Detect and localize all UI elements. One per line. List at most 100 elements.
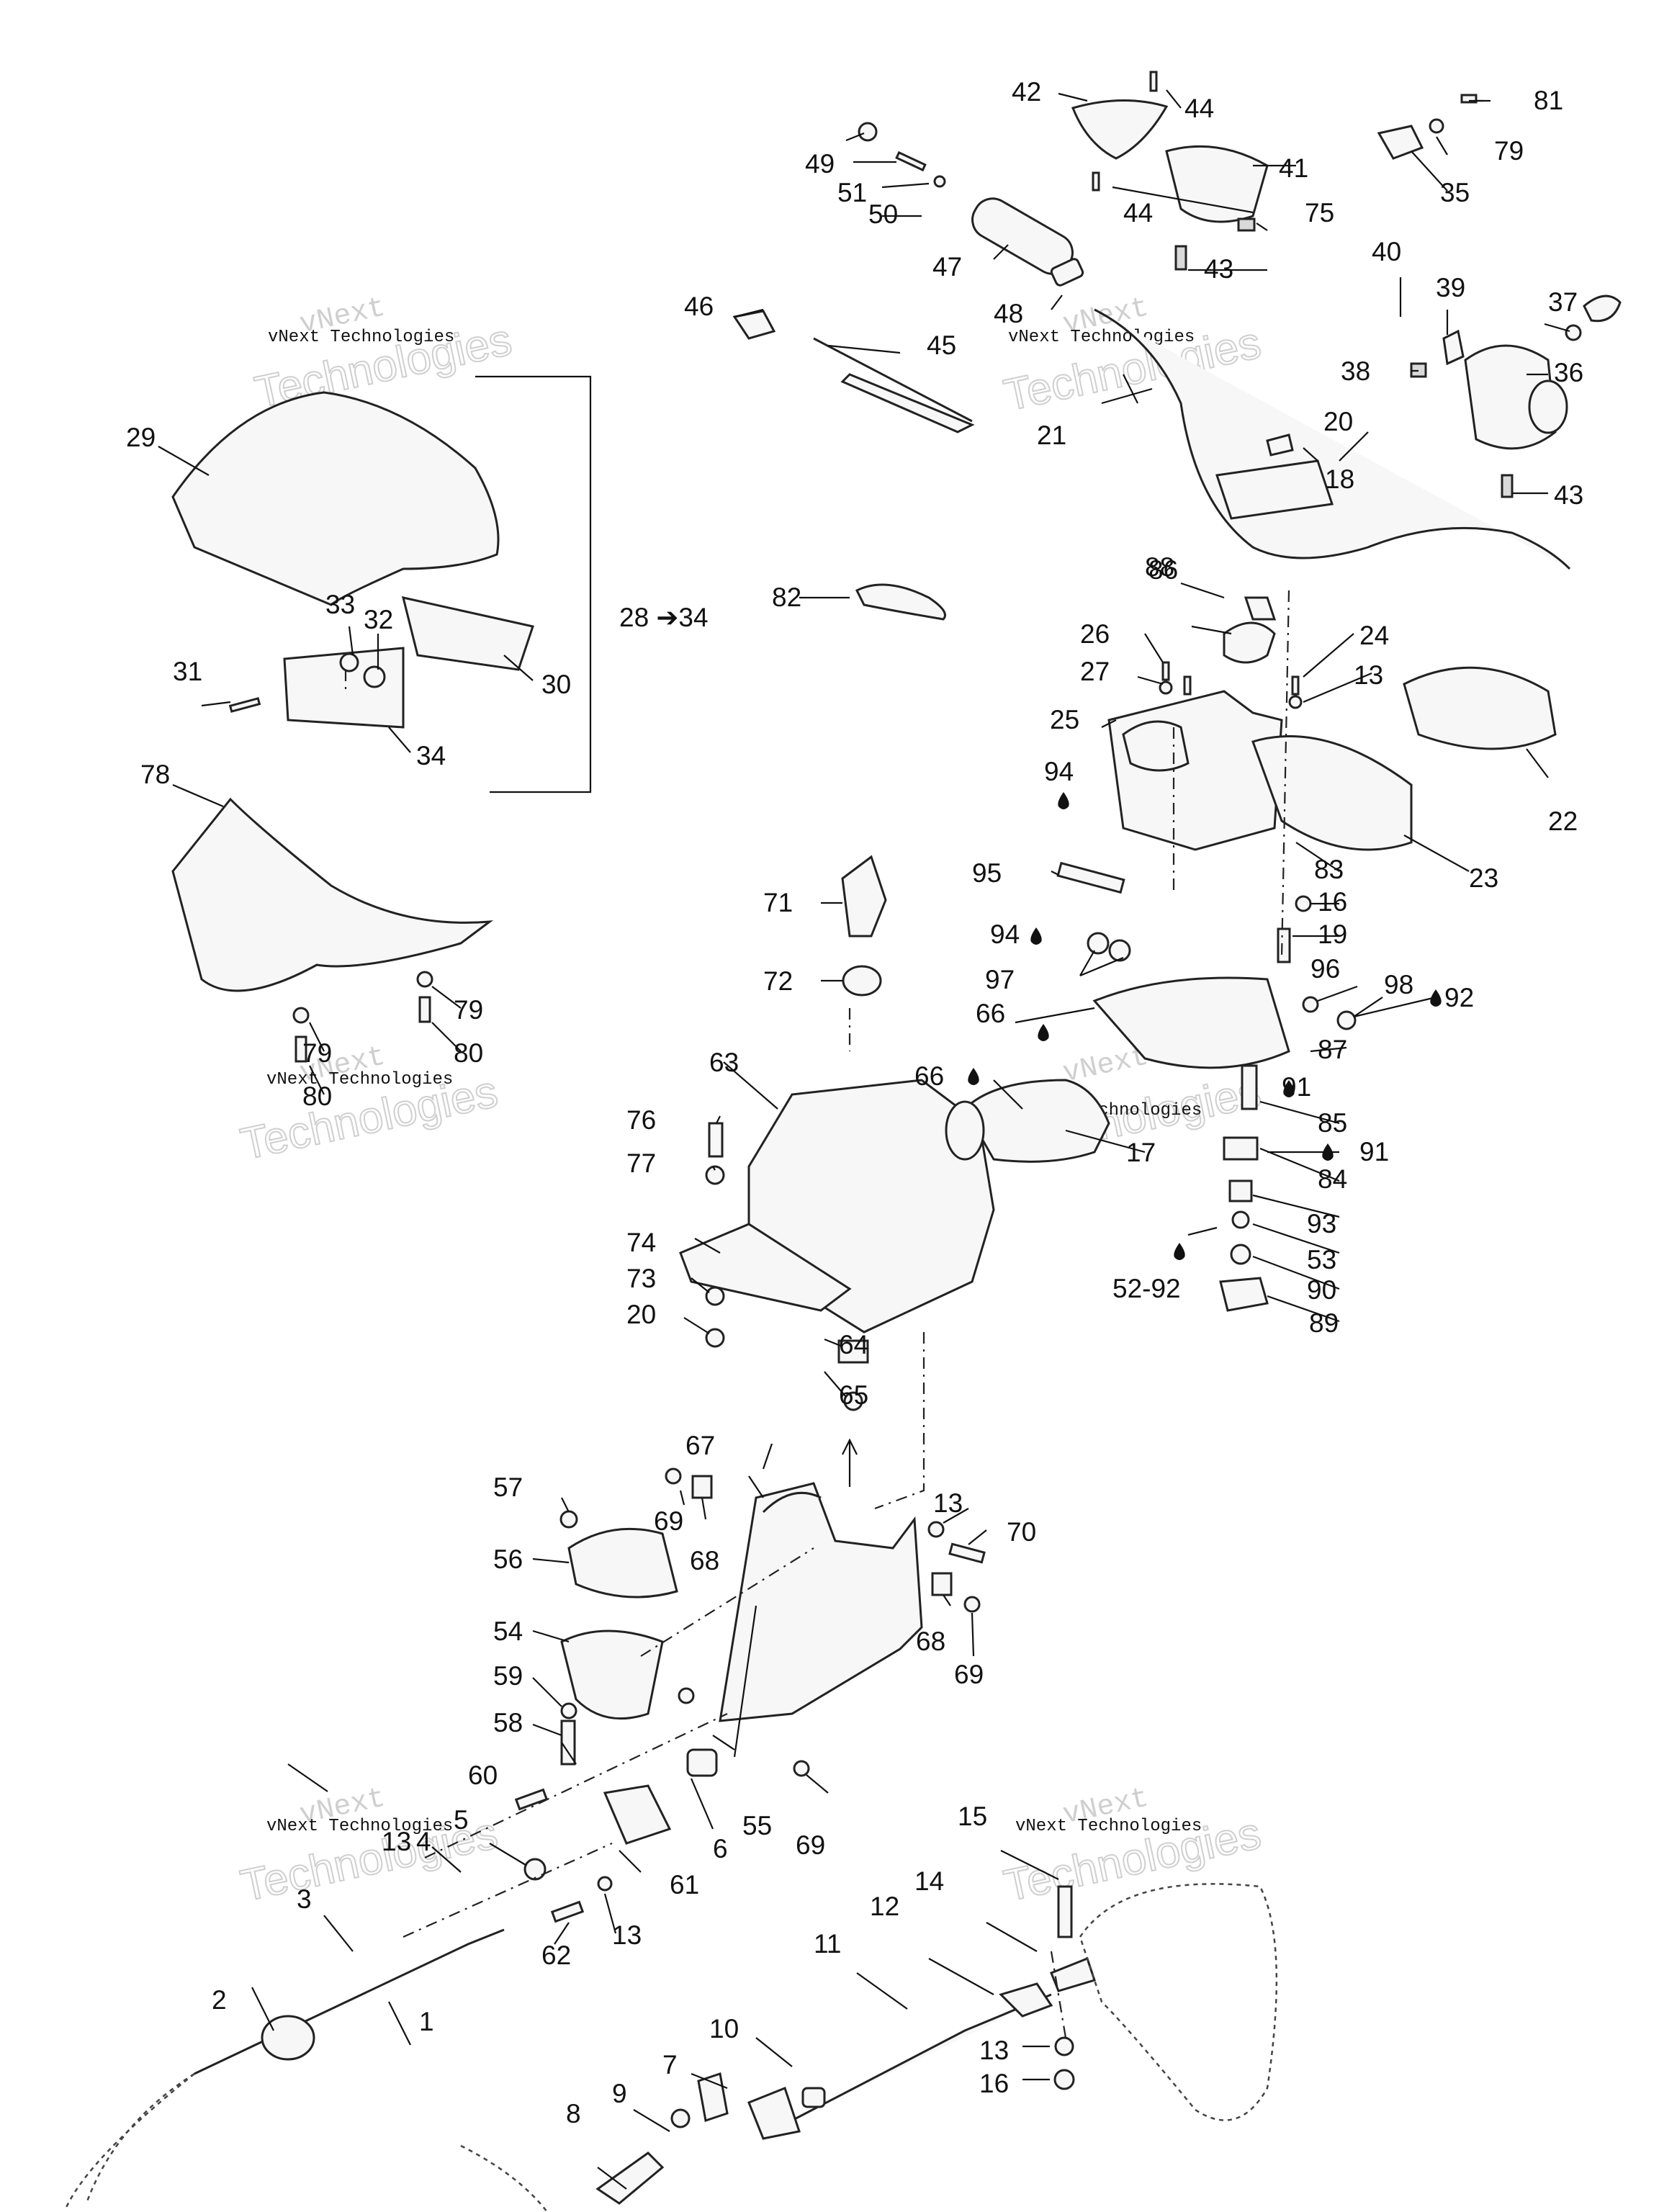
- callout-label: 92: [1444, 983, 1474, 1012]
- callout-label: 63: [709, 1048, 739, 1077]
- callout-label: 13: [933, 1488, 963, 1518]
- callout-label: 3: [297, 1884, 312, 1914]
- callout-label: 41: [1279, 153, 1308, 183]
- lubricant-drop-icon: [968, 1068, 979, 1085]
- callout-label: 33: [325, 590, 355, 619]
- callout-label: 94: [990, 920, 1020, 949]
- leader-line: [1544, 323, 1570, 333]
- callout-label: 58: [493, 1708, 523, 1737]
- callout-label: 44: [1184, 94, 1214, 123]
- callout-label: 49: [805, 149, 835, 179]
- cover-part: [1071, 99, 1169, 160]
- callout-label: 72: [763, 966, 793, 996]
- leader-line: [251, 1987, 274, 2031]
- fitting-part: [747, 2087, 801, 2140]
- screw-part: [1149, 71, 1158, 92]
- callout-label: 35: [1440, 178, 1470, 207]
- callout-label: 13: [979, 2036, 1009, 2065]
- leader-line: [431, 1846, 462, 1873]
- screw-part: [228, 697, 261, 713]
- cable-end-part: [595, 2152, 665, 2205]
- throttle-opening-part: [1528, 379, 1568, 434]
- callout-label: 13: [382, 1827, 411, 1856]
- leader-line: [388, 2001, 411, 2046]
- leader-line: [762, 1443, 773, 1470]
- lubricant-drop-icon: [1430, 989, 1442, 1007]
- nut-part: [705, 1328, 725, 1348]
- leader-line: [1436, 136, 1448, 156]
- leader-line: [723, 1061, 778, 1110]
- watermark-line2: vNext Technologies: [268, 328, 454, 347]
- leader-line: [683, 1317, 710, 1334]
- callout-label: 87: [1318, 1035, 1347, 1064]
- arrow-head: [842, 1438, 858, 1455]
- leader-line: [561, 1742, 577, 1765]
- leader-line: [619, 1850, 642, 1873]
- callout-label: 77: [626, 1148, 656, 1178]
- leader-line: [532, 1557, 570, 1564]
- clamp-part: [567, 1527, 678, 1599]
- leader-line: [1065, 1129, 1146, 1154]
- leader-line: [309, 1065, 325, 1095]
- callout-label: 67: [685, 1431, 715, 1460]
- callout-label: 65: [839, 1380, 868, 1410]
- lubricant-drop-icon: [1174, 1243, 1185, 1260]
- callout-label: 69: [796, 1830, 825, 1860]
- watermark-line2: vNext Technologies: [1015, 1817, 1202, 1836]
- nut-part: [793, 1760, 810, 1777]
- screw-part: [295, 1035, 307, 1063]
- washer-part: [858, 122, 878, 142]
- leader-line: [503, 655, 534, 681]
- lubricant-drop-icon: [1038, 1024, 1049, 1041]
- leader-lines: [158, 89, 1570, 2190]
- callout-label: 36: [1554, 358, 1583, 387]
- leader-line: [201, 701, 231, 707]
- callout-label: 79: [1494, 136, 1524, 166]
- bolt-part: [1056, 861, 1125, 894]
- callout-label: 6: [713, 1834, 728, 1863]
- mount-part: [841, 855, 887, 938]
- bushing-part: [1050, 258, 1084, 287]
- alignment-line: [874, 1332, 925, 1510]
- washer-part: [1429, 118, 1444, 134]
- leader-line: [1187, 1226, 1218, 1236]
- bracket-part: [1377, 125, 1424, 160]
- alignment-line: [640, 1547, 814, 1657]
- leader-line: [1079, 950, 1095, 976]
- clamp-part: [560, 1629, 664, 1720]
- cable-route-part: [460, 2144, 548, 2212]
- nut-part: [999, 1982, 1053, 2018]
- callout-label: 54: [493, 1617, 523, 1646]
- bolt-part: [514, 1788, 549, 1811]
- leader-line: [733, 1605, 757, 1758]
- callout-label: 93: [1307, 1209, 1336, 1238]
- callout-label: 16: [1318, 887, 1347, 917]
- leader-line: [679, 1490, 685, 1506]
- callout-labels: 1 2 3 4 5 6 7 8 9 10 11 12 13 13 13 13 1…: [126, 77, 1583, 2128]
- leader-line: [943, 1594, 951, 1606]
- bushing-part: [842, 965, 882, 997]
- bracket-part: [679, 1223, 852, 1312]
- callout-label: 22: [1548, 806, 1578, 836]
- callout-label: 51: [837, 178, 867, 207]
- leader-line: [881, 182, 930, 189]
- leader-line: [845, 132, 865, 142]
- leader-line: [755, 2037, 793, 2067]
- leader-line: [694, 1238, 721, 1254]
- leader-line: [734, 308, 764, 318]
- callout-label: 46: [684, 292, 714, 321]
- callout-label: 23: [1469, 863, 1498, 893]
- leader-line: [1411, 150, 1448, 192]
- leader-line: [690, 1778, 714, 1830]
- callout-label: 7: [662, 2050, 678, 2080]
- bushing-part: [1087, 932, 1110, 955]
- callout-label: 80: [302, 1082, 332, 1111]
- callout-label: 88: [1145, 552, 1174, 582]
- leader-line: [993, 1079, 1023, 1110]
- callout-label: 5: [454, 1805, 469, 1835]
- callout-label: 95: [972, 858, 1002, 888]
- cable-hidden-part: [85, 2072, 195, 2204]
- callout-label: 94: [1044, 757, 1074, 786]
- lubricant-drop-icon: [1058, 792, 1069, 809]
- callout-label: 15: [958, 1802, 987, 1831]
